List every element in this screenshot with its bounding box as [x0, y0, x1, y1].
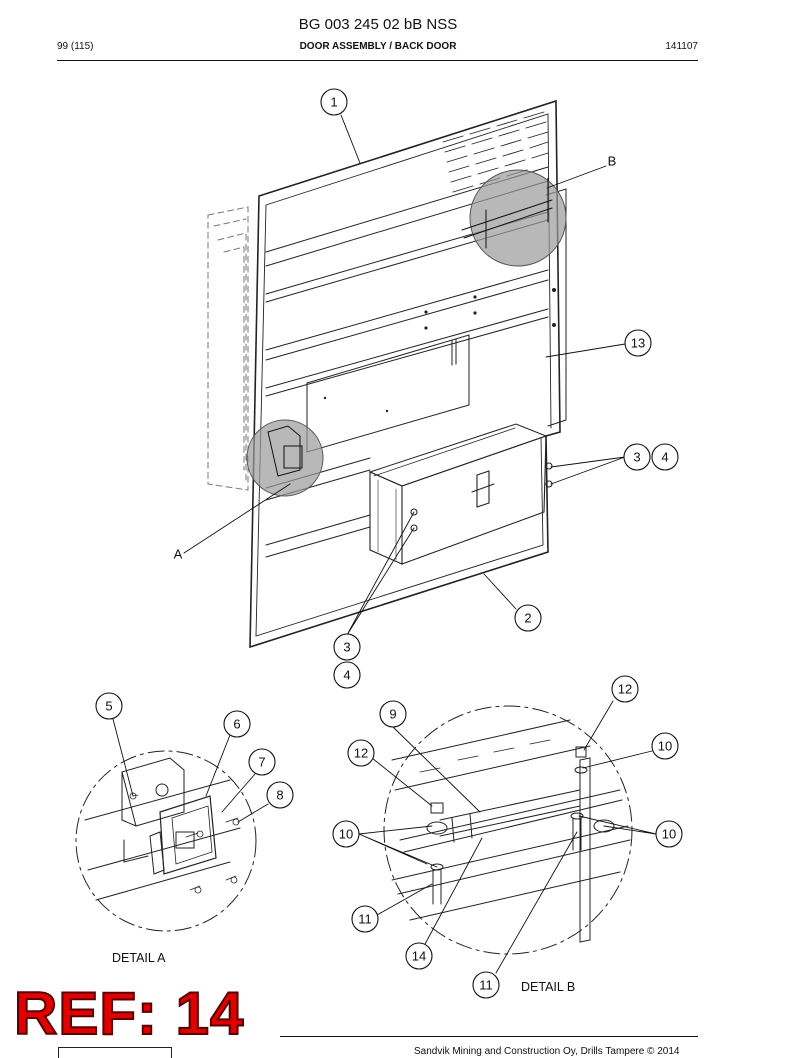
callout-12-left: 12 — [354, 746, 368, 761]
callout-6: 6 — [233, 717, 240, 732]
callout-10-right: 10 — [662, 827, 676, 842]
detail-b-marker: B — [608, 154, 617, 169]
callout-12-right: 12 — [618, 682, 632, 697]
page-number: 99 (115) — [57, 41, 94, 52]
callout-14: 14 — [412, 949, 426, 964]
callout-8: 8 — [276, 788, 283, 803]
callout-7: 7 — [258, 755, 265, 770]
document-title: BG 003 245 02 bB NSS — [298, 16, 458, 33]
callout-5: 5 — [105, 699, 112, 714]
footer-copyright: Sandvik Mining and Construction Oy, Dril… — [414, 1046, 680, 1057]
callout-3-top: 3 — [633, 450, 640, 465]
detail-a-highlight — [246, 419, 324, 497]
detail-b-label: DETAIL B — [521, 980, 575, 994]
detail-a-marker: A — [174, 547, 183, 562]
footer-divider — [280, 1036, 698, 1037]
main-leaders — [183, 114, 626, 636]
callout-13: 13 — [631, 336, 645, 351]
callout-9: 9 — [389, 707, 396, 722]
callout-11-left: 11 — [358, 912, 372, 927]
callout-2: 2 — [524, 611, 531, 626]
header-divider — [57, 60, 698, 61]
detail-a-leaders — [112, 718, 269, 823]
section-title: DOOR ASSEMBLY / BACK DOOR — [299, 41, 457, 52]
callout-4-bottom: 4 — [343, 668, 350, 683]
detail-b-highlight — [469, 169, 567, 267]
callout-10-left: 10 — [339, 827, 353, 842]
detail-b-drawing — [383, 705, 633, 955]
callout-1: 1 — [330, 95, 337, 110]
louvre-vents — [442, 111, 549, 193]
date-code: 141107 — [665, 41, 698, 52]
callout-4-top: 4 — [661, 450, 668, 465]
callout-3-bottom: 3 — [343, 640, 350, 655]
callout-10-upper-right: 10 — [658, 739, 672, 754]
door-assembly-view — [207, 99, 567, 649]
detail-a-drawing — [75, 750, 257, 932]
callout-11-bottom: 11 — [479, 978, 493, 993]
ghost-frame — [207, 206, 249, 491]
detail-b-leaders — [358, 700, 657, 974]
detail-a-label: DETAIL A — [112, 951, 166, 965]
ref-stamp: REF: 14 — [13, 980, 245, 1047]
tool-box — [369, 427, 553, 565]
